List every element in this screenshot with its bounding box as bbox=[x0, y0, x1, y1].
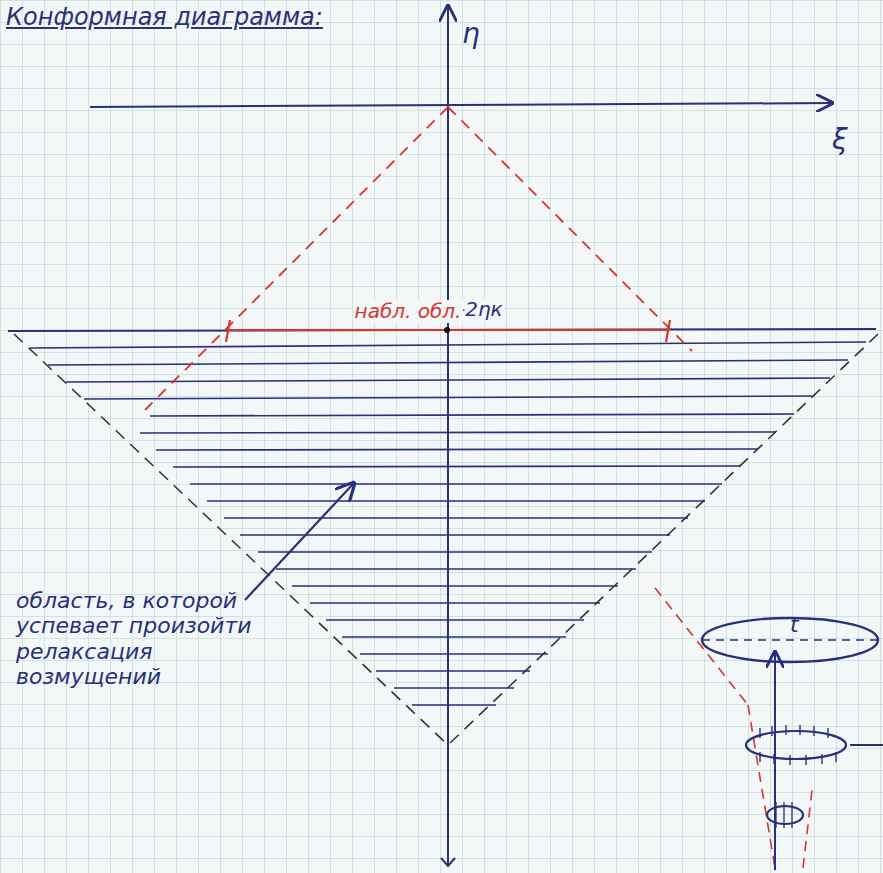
point bbox=[444, 327, 450, 333]
time-slice bbox=[8, 329, 876, 331]
axis-label: ξ bbox=[832, 124, 848, 156]
light-cone bbox=[145, 107, 692, 410]
wedge-boundary bbox=[14, 334, 878, 745]
inset-figure bbox=[655, 588, 883, 870]
tick bbox=[666, 320, 670, 342]
tick bbox=[226, 320, 230, 342]
leader-arrow bbox=[245, 483, 354, 600]
region-label: набл. обл. bbox=[353, 300, 464, 323]
diagram-title: Конформная диаграмма: bbox=[6, 4, 323, 32]
eta-axis bbox=[447, 6, 449, 866]
axis-label: η bbox=[462, 18, 480, 50]
xi-axis bbox=[90, 103, 832, 107]
axis-tail bbox=[441, 858, 455, 866]
annotation-note: область, в которой успевает произойти ре… bbox=[16, 588, 281, 689]
axis-label: t bbox=[790, 612, 799, 637]
